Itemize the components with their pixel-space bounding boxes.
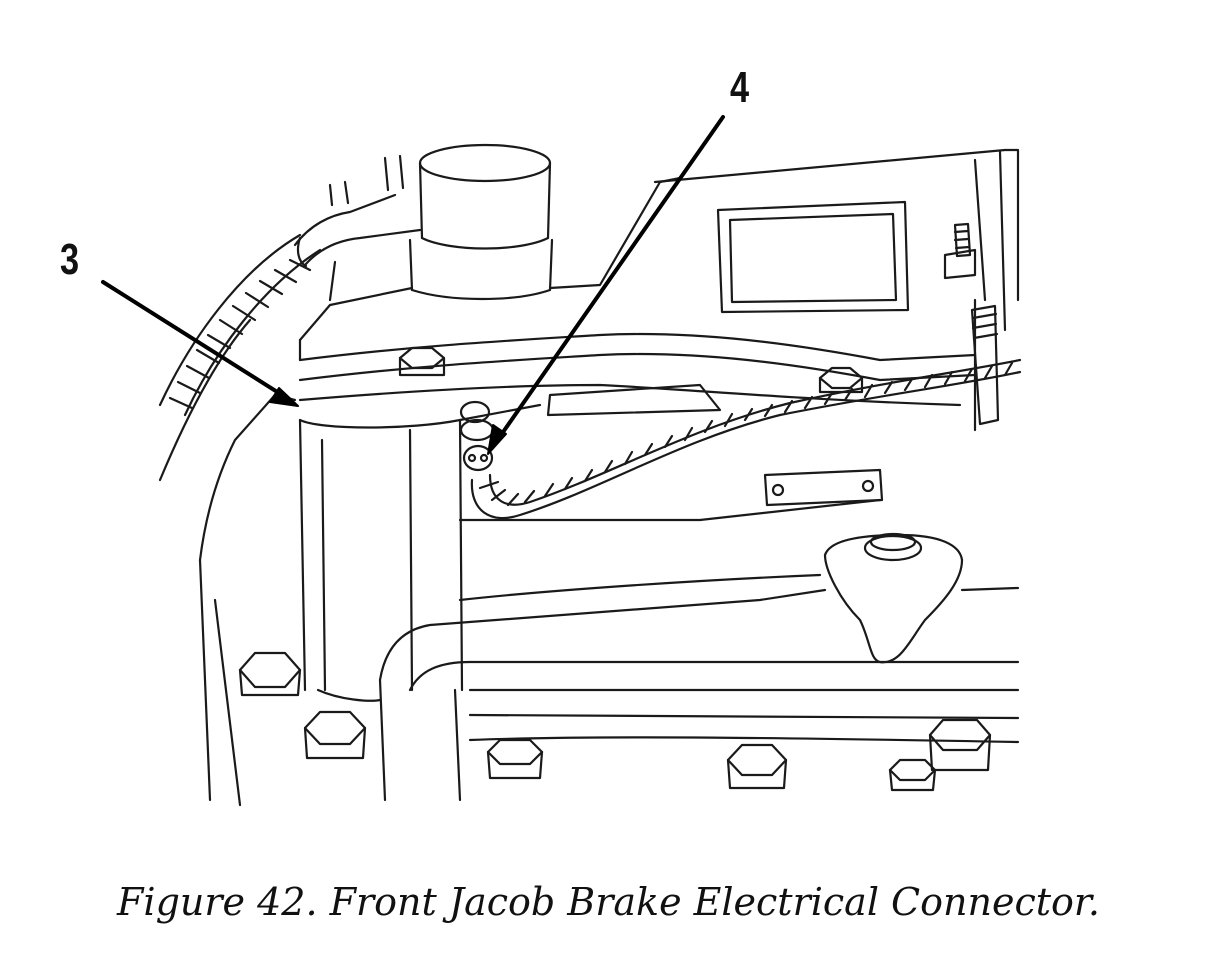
callout-label-3: 3	[60, 235, 80, 284]
lower-bolts	[238, 651, 992, 792]
left-conduit	[158, 233, 322, 417]
cover-plate	[298, 180, 977, 432]
callout-arrow-3	[101, 280, 292, 402]
electrical-connector	[459, 400, 495, 472]
rear-housing	[653, 148, 1020, 332]
figure-caption: Figure 42. Front Jacob Brake Electrical …	[117, 880, 1100, 924]
lower-bridge	[316, 586, 1020, 802]
hose	[293, 154, 422, 302]
studs-right	[943, 222, 1000, 426]
bracket-plate	[763, 468, 884, 507]
inspection-window	[716, 200, 910, 314]
callout-arrowhead-3	[269, 387, 299, 407]
callout-arrowhead-4	[487, 424, 507, 455]
callout-label-4: 4	[730, 63, 750, 112]
pipe-fitting	[408, 143, 554, 301]
left-wall	[158, 318, 297, 807]
wiring-harness	[470, 358, 1022, 520]
oil-plug-boss	[823, 532, 964, 664]
callout-arrow-4	[492, 115, 725, 447]
